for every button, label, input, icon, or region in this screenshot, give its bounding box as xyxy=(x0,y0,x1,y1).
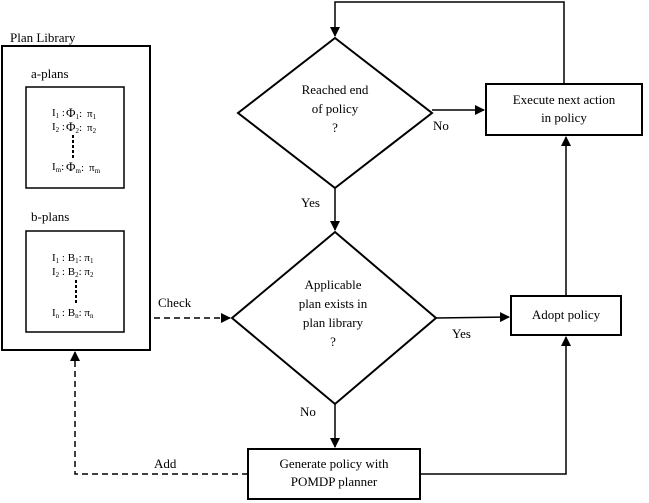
add-label: Add xyxy=(154,456,177,471)
svg-text:Φm:: Φm: xyxy=(66,159,84,175)
svg-text:πm: πm xyxy=(89,162,101,175)
b-plan-row-n: In : Bn: πn xyxy=(52,307,94,320)
generate-label-2: POMDP planner xyxy=(291,474,378,489)
generate-to-adopt-arrow xyxy=(420,336,571,475)
svg-text:I1 :: I1 : xyxy=(52,107,65,120)
b-plans-title: b-plans xyxy=(31,209,69,224)
b-plan-row-2: I2 : B2: π2 xyxy=(52,266,94,279)
svg-text:In : Bn: πn: In : Bn: πn xyxy=(52,307,94,320)
execute-label-1: Execute next action xyxy=(513,92,616,107)
applicable-label-2: plan exists in xyxy=(299,296,368,311)
b-plan-row-1: I1 : B1: π1 xyxy=(52,252,94,265)
applicable-label-4: ? xyxy=(330,334,336,349)
yes-to-adopt-arrow xyxy=(435,312,510,323)
generate-label-1: Generate policy with xyxy=(279,456,389,471)
svg-text:Φ2:: Φ2: xyxy=(66,119,82,135)
loop-back-arrow xyxy=(330,1,565,84)
applicable-label-1: Applicable xyxy=(304,277,361,292)
check-label: Check xyxy=(158,295,192,310)
no-top-label: No xyxy=(433,118,449,133)
yes-mid-label: Yes xyxy=(301,195,320,210)
a-plan-row-2: I2 : Φ2: π2 xyxy=(52,119,97,135)
svg-text:Φ1:: Φ1: xyxy=(66,105,82,121)
b-plans-box xyxy=(25,230,125,333)
plan-library-box xyxy=(1,45,151,351)
svg-text:π2: π2 xyxy=(87,122,97,135)
reached-end-label-1: Reached end xyxy=(302,82,369,97)
applicable-label-3: plan library xyxy=(303,315,364,330)
a-plans-box xyxy=(25,86,125,189)
svg-text:I2 : B2: π2: I2 : B2: π2 xyxy=(52,266,94,279)
svg-text:Im:: Im: xyxy=(52,161,64,174)
a-plan-row-m: Im: Φm: πm xyxy=(52,159,101,175)
svg-text:I1 : B1: π1: I1 : B1: π1 xyxy=(52,252,94,265)
a-plans-title: a-plans xyxy=(31,66,69,81)
reached-end-label-3: ? xyxy=(332,120,338,135)
execute-label-2: in policy xyxy=(541,110,587,125)
no-bottom-label: No xyxy=(300,404,316,419)
svg-text:π1: π1 xyxy=(87,108,97,121)
add-arrow xyxy=(70,351,248,475)
plan-library-title: Plan Library xyxy=(10,30,76,45)
svg-text:I2 :: I2 : xyxy=(52,121,65,134)
a-plan-row-1: I1 : Φ1: π1 xyxy=(52,105,97,121)
reached-end-label-2: of policy xyxy=(312,101,359,116)
yes-right-label: Yes xyxy=(452,326,471,341)
adopt-label: Adopt policy xyxy=(532,307,601,322)
